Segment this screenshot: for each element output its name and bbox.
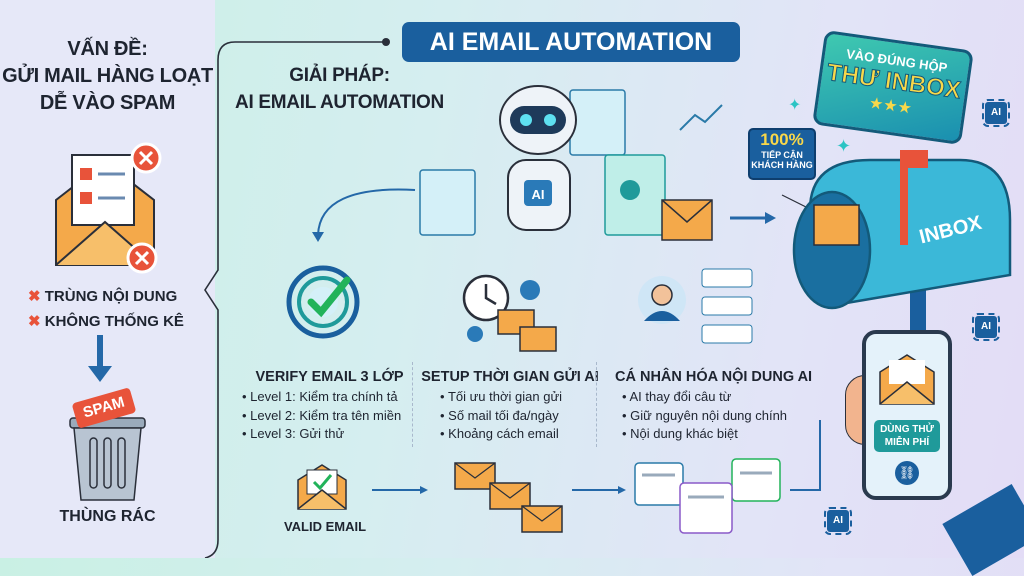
- scheduled-emails-icon: [454, 462, 563, 533]
- bullet-item: AI thay đổi câu từ: [622, 388, 787, 407]
- divider: [412, 362, 413, 447]
- column-heading: SETUP THỜI GIAN GỬI AI: [421, 369, 599, 385]
- free-trial-button[interactable]: DÙNG THỬ MIỄN PHÍ: [874, 420, 940, 452]
- personalize-user-icon: [638, 268, 753, 344]
- reach-label: TIẾP CẬN: [761, 150, 803, 160]
- column-bullets: Tối ưu thời gian gửiSố mail tối đa/ngàyK…: [440, 388, 562, 444]
- bullet-item: Khoảng cách email: [440, 425, 562, 444]
- divider: [596, 362, 597, 447]
- cross-icon: ✖: [28, 313, 45, 330]
- bullet-item: Nội dung khác biệt: [622, 425, 787, 444]
- reach-label: KHÁCH HÀNG: [751, 160, 813, 170]
- cross-icon: ✖: [28, 288, 45, 305]
- connector-lines: [88, 38, 821, 558]
- problem-issues: ✖ TRÙNG NỘI DUNG ✖ KHÔNG THỐNG KÊ: [28, 284, 184, 334]
- issue-item: ✖ KHÔNG THỐNG KÊ: [28, 313, 184, 330]
- solution-line: AI EMAIL AUTOMATION: [235, 92, 444, 113]
- ai-chip-icon: AI: [972, 313, 1000, 341]
- verify-check-icon: [286, 265, 360, 339]
- mailbox-illustration: INBOX: [792, 150, 1012, 340]
- column-heading: CÁ NHÂN HÓA NỘI DUNG AI: [615, 369, 813, 385]
- bullet-item: Level 3: Gửi thử: [242, 425, 401, 444]
- reach-percent: 100%: [760, 130, 804, 149]
- problem-label: VẤN ĐỀ:: [67, 38, 148, 60]
- ai-chip-icon: AI: [824, 507, 852, 535]
- bullet-item: Giữ nguyên nội dung chính: [622, 407, 787, 426]
- link-icon[interactable]: ⛓: [895, 461, 919, 485]
- bullet-item: Level 2: Kiểm tra tên miền: [242, 407, 401, 426]
- ai-chip-icon: AI: [982, 99, 1010, 127]
- valid-email-envelope-icon: [297, 464, 347, 510]
- spam-envelope-icon: [55, 142, 162, 274]
- main-title: AI EMAIL AUTOMATION: [402, 22, 740, 62]
- sparkle-icon: ✦: [836, 136, 852, 156]
- solution-label: GIẢI PHÁP:: [289, 65, 390, 86]
- envelope-icon: [879, 354, 935, 405]
- column-bullets: Level 1: Kiểm tra chính tảLevel 2: Kiểm …: [242, 388, 401, 444]
- sparkle-icon: ✦: [788, 97, 802, 114]
- cta-line: DÙNG THỬ: [880, 424, 934, 435]
- column-bullets: AI thay đổi câu từGiữ nguyên nội dung ch…: [622, 388, 787, 444]
- schedule-clock-gear-icon: [462, 274, 557, 352]
- phone-illustration: DÙNG THỬ MIỄN PHÍ ⛓: [862, 330, 952, 500]
- problem-heading: VẤN ĐỀ: GỬI MAIL HÀNG LOẠT DỄ VÀO SPAM: [0, 36, 215, 117]
- bullet-item: Số mail tối đa/ngày: [440, 407, 562, 426]
- column-heading: VERIFY EMAIL 3 LỚP: [255, 369, 404, 385]
- solution-heading: GIẢI PHÁP: AI EMAIL AUTOMATION: [232, 62, 447, 116]
- problem-line: GỬI MAIL HÀNG LOẠT: [2, 65, 213, 87]
- cta-line: MIỄN PHÍ: [884, 437, 930, 448]
- issue-item: ✖ TRÙNG NỘI DUNG: [28, 288, 178, 305]
- valid-email-label: VALID EMAIL: [283, 519, 367, 534]
- trash-label: THÙNG RÁC: [59, 508, 156, 525]
- reach-box: 100% TIẾP CẬN KHÁCH HÀNG: [748, 128, 816, 180]
- ai-robot-illustration: AI: [419, 85, 723, 241]
- bullet-item: Tối ưu thời gian gửi: [440, 388, 562, 407]
- problem-line: DỄ VÀO SPAM: [39, 92, 176, 114]
- robot-chest-label: AI: [532, 187, 545, 202]
- bullet-item: Level 1: Kiểm tra chính tả: [242, 388, 401, 407]
- personalized-cards-icon: [634, 458, 781, 534]
